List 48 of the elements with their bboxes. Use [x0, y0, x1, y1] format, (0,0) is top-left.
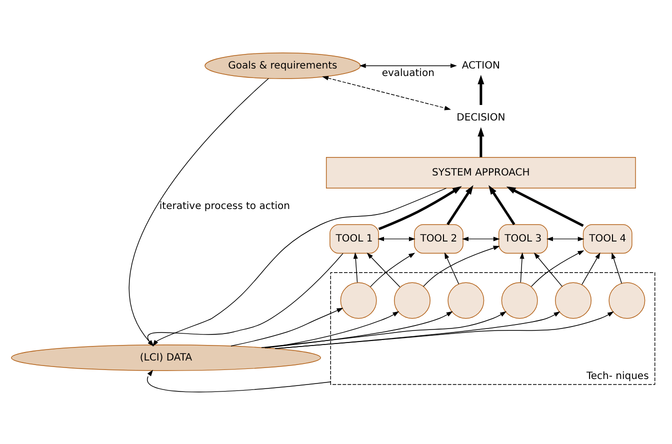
node-text: DECISION	[456, 112, 506, 124]
arrow	[506, 186, 584, 226]
arrow	[147, 252, 344, 346]
arrow	[520, 252, 524, 282]
arrow	[488, 184, 516, 225]
arrow	[261, 310, 507, 348]
arrow	[444, 252, 460, 284]
node-circle	[448, 282, 484, 318]
arrow	[366, 252, 400, 287]
arrow	[478, 74, 484, 104]
node-box: TOOL 2	[414, 224, 464, 254]
arrow	[264, 310, 453, 348]
arrow	[423, 245, 500, 286]
arrow	[274, 310, 614, 348]
arrow	[359, 62, 457, 68]
arrow	[353, 252, 358, 282]
arrow	[152, 187, 447, 346]
arrow	[446, 184, 474, 225]
arrow	[582, 252, 600, 284]
arrow	[378, 236, 416, 241]
node-circle	[340, 282, 377, 318]
node-box: TOOL 1	[330, 224, 379, 254]
node-circle	[501, 282, 538, 318]
arrow	[129, 78, 269, 346]
arrow	[612, 252, 622, 284]
arrow	[322, 75, 451, 110]
node-ellipse: Goals & requirements	[204, 52, 361, 78]
node-ellipse: (LCI) DATA	[11, 344, 321, 370]
arrow	[370, 252, 416, 287]
arrow	[530, 250, 584, 286]
node-circle	[608, 282, 646, 318]
arrow	[266, 310, 400, 348]
cluster: Tech- niques	[330, 272, 656, 384]
edge-label: evaluation	[382, 67, 434, 78]
arrow	[546, 236, 584, 241]
node-box: SYSTEM APPROACH	[326, 156, 636, 188]
node-box: TOOL 4	[582, 224, 632, 254]
node-circle	[555, 282, 592, 318]
arrow	[378, 186, 462, 230]
node-circle	[394, 282, 430, 318]
node-text: ACTION	[462, 60, 500, 71]
arrow	[478, 126, 484, 157]
edge-label: iterative process to action	[159, 200, 290, 212]
arrow	[230, 307, 344, 346]
arrow	[462, 236, 500, 241]
arrow	[534, 252, 562, 286]
node-box: TOOL 3	[498, 224, 548, 254]
arrow	[147, 369, 331, 392]
